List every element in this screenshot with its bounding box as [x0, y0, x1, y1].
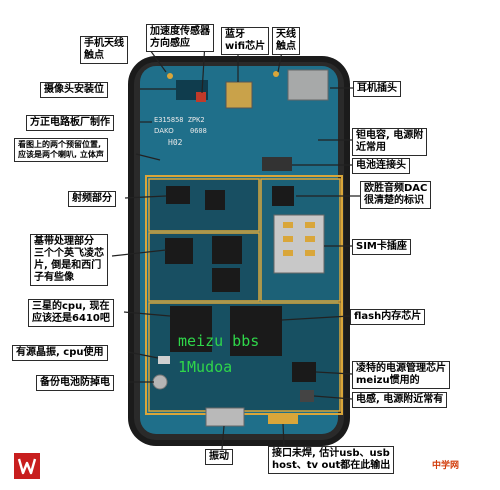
label-crystal: 有源晶振, cpu使用: [12, 345, 108, 361]
callout-line: [315, 371, 353, 375]
board-brand: DAKO: [154, 127, 174, 135]
bt-wifi-chip: [225, 81, 253, 109]
label-pcb-maker: 方正电路板厂制作: [26, 115, 114, 131]
baseband-chip: [212, 236, 242, 264]
label-wolfson-dac: 欧胜音频DAC 很清楚的标识: [360, 181, 432, 209]
label-inductor: 电感, 电源附近常有: [352, 392, 448, 408]
site-watermark: 中学网: [432, 461, 460, 471]
board-part-number: E315858 ZPK2: [154, 116, 205, 124]
rf-chip: [166, 186, 190, 204]
sim-contacts: [283, 222, 315, 256]
label-vibrator: 振动: [205, 449, 233, 465]
callout-line: [281, 315, 351, 321]
board-date-code: 0608: [190, 127, 207, 135]
callout-line: [111, 249, 167, 257]
site-logo: [14, 453, 40, 479]
callout-line: [124, 195, 167, 199]
label-sim-slot: SIM卡插座: [352, 239, 411, 255]
callout-line: [282, 423, 285, 447]
pmic-chip: [292, 362, 316, 382]
port-area: [268, 414, 298, 424]
callout-line: [123, 311, 171, 317]
callout-line: [127, 351, 159, 359]
label-port: 接口未焊, 估计usb、usb host、tv out都在此输出: [268, 446, 395, 474]
label-accelerometer: 加速度传感器 方向感应: [146, 24, 214, 52]
label-linear-pmic: 凌特的电源管理芯片 meizu惯用的: [352, 361, 450, 389]
rf-shield: [148, 178, 260, 232]
forum-watermark-sub: 1Mudoa: [178, 358, 232, 376]
callout-line: [135, 153, 161, 161]
label-camera-mount: 摄像头安装位: [40, 82, 108, 98]
callout-line: [149, 49, 167, 73]
antenna-contact: [167, 73, 173, 79]
earphone-jack-part: [287, 69, 329, 101]
label-antenna-contact-right: 天线 触点: [272, 27, 300, 55]
baseband-chip: [165, 238, 193, 264]
vibrator-part: [205, 407, 245, 427]
label-bluetooth-wifi: 蓝牙 wifi芯片: [221, 27, 270, 55]
label-flash-chip: flash内存芯片: [350, 309, 426, 325]
label-reserved-speakers: 看图上的两个预留位置, 应该是两个喇叭, 立体声: [14, 138, 108, 162]
flash-chip: [230, 306, 282, 356]
label-baseband: 基带处理部分 三个个英飞凌芯 片, 倒是和西门 子有些像: [30, 234, 108, 286]
label-rf-section: 射频部分: [68, 191, 116, 207]
label-samsung-cpu: 三星的cpu, 现在 应该还是6410吧: [28, 299, 114, 327]
accelerometer-chip: [196, 92, 206, 102]
crystal-part: [158, 356, 170, 364]
board-rev: H02: [168, 138, 183, 147]
label-backup-battery: 备份电池防掉电: [36, 375, 114, 391]
backup-battery-part: [152, 374, 168, 390]
callout-line: [313, 395, 353, 400]
inductor-part: [300, 390, 314, 402]
forum-watermark: meizu bbs: [178, 332, 259, 350]
label-antenna-contact-left: 手机天线 触点: [80, 36, 128, 64]
label-battery-connector: 电池连接头: [352, 158, 410, 174]
sim-slot: [273, 214, 325, 274]
rf-chip: [205, 190, 225, 210]
baseband-chip: [212, 268, 240, 292]
antenna-contact: [273, 71, 279, 77]
cpu-chip: [170, 306, 212, 352]
label-tantalum-capacitor: 钽电容, 电源附 近常用: [352, 128, 428, 156]
callout-line: [221, 425, 225, 450]
wolfson-dac-chip: [272, 186, 294, 206]
battery-connector-part: [262, 157, 292, 171]
label-earphone-jack: 耳机插头: [353, 81, 401, 97]
